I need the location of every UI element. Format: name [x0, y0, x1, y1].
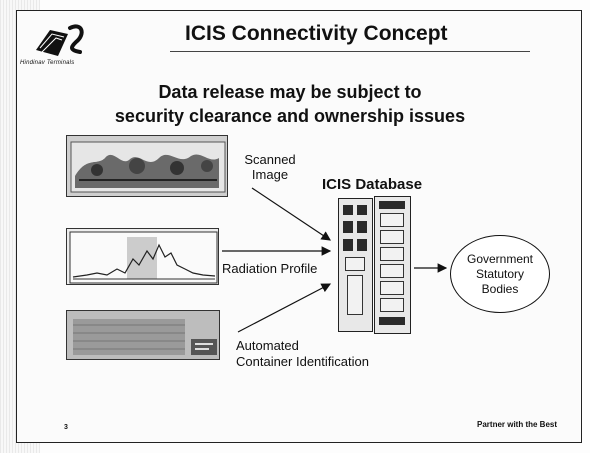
government-bodies-node: Government Statutory Bodies	[450, 235, 550, 313]
database-server-right	[374, 196, 411, 334]
label-scanned-line-1: Scanned	[244, 152, 296, 167]
footer-tagline: Partner with the Best	[477, 420, 558, 429]
target-line-2: Statutory	[475, 266, 525, 281]
company-logo	[36, 24, 84, 56]
database-server-left	[338, 198, 373, 332]
radiation-profile-thumbnail	[66, 228, 219, 285]
slide-frame	[16, 10, 582, 443]
container-id-thumbnail	[66, 310, 220, 360]
slide-title: ICIS Connectivity Concept	[185, 22, 448, 45]
label-container-line-1: Automated	[236, 338, 299, 353]
target-line-1: Government	[466, 251, 534, 266]
label-container-identification: Automated Container Identification	[236, 338, 369, 370]
logo-caption: Hindinav Terminals	[20, 60, 75, 66]
label-radiation-profile: Radiation Profile	[222, 261, 318, 276]
scanned-image-thumbnail	[66, 135, 228, 197]
headline-line-2: security clearance and ownership issues	[114, 106, 466, 126]
headline: Data release may be subject to security …	[60, 80, 520, 128]
page-number: 3	[64, 424, 68, 431]
label-scanned-line-2: Image	[251, 167, 289, 182]
database-title: ICIS Database	[322, 176, 423, 193]
title-underline	[170, 51, 530, 52]
headline-line-1: Data release may be subject to	[158, 82, 422, 102]
label-scanned-image: Scanned Image	[240, 152, 300, 182]
target-line-3: Bodies	[481, 281, 519, 296]
label-container-line-2: Container Identification	[236, 354, 369, 369]
